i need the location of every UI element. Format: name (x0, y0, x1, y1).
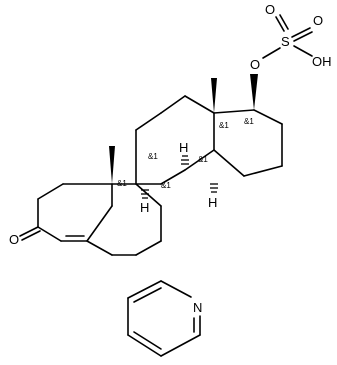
stereo-label-c10: &1 (117, 179, 127, 188)
ring-c (135, 95, 215, 185)
sulfonyl-oxygen-top-label: O (265, 2, 275, 17)
c14-hydrogen-label: H (208, 195, 217, 210)
sulfur-label: S (281, 34, 290, 49)
ring-b (86, 183, 162, 256)
ketone-group: O (9, 226, 41, 247)
stereo-label-c9: &1 (148, 152, 158, 161)
c9-hydrogen-label: H (140, 200, 149, 215)
pyridine-nitrogen-label: N (193, 300, 202, 315)
sulfate-group: O S O O OH (250, 2, 332, 72)
ring-a (37, 183, 113, 242)
c10-methyl-wedge (109, 146, 115, 184)
ether-oxygen-label: O (250, 57, 260, 72)
stereo-label-c17: &1 (244, 117, 254, 126)
ketone-oxygen-label: O (9, 232, 19, 247)
stereo-label-c13: &1 (219, 121, 229, 130)
c9-hydrogen: H (140, 189, 149, 215)
ring-d (213, 109, 283, 177)
sulfonyl-oxygen-right-label: O (313, 13, 323, 28)
stereo-label-c8: &1 (161, 181, 171, 190)
c14-hydrogen: H (208, 183, 218, 210)
c13-methyl-wedge (211, 78, 217, 113)
pyridine-ring: N (127, 280, 202, 357)
c8-hydrogen-label: H (179, 140, 188, 155)
hydroxyl-label: OH (312, 54, 332, 69)
c8-hydrogen: H (179, 140, 189, 165)
stereo-label-c14: &1 (198, 155, 208, 164)
c17-oxygen-wedge (250, 74, 258, 110)
